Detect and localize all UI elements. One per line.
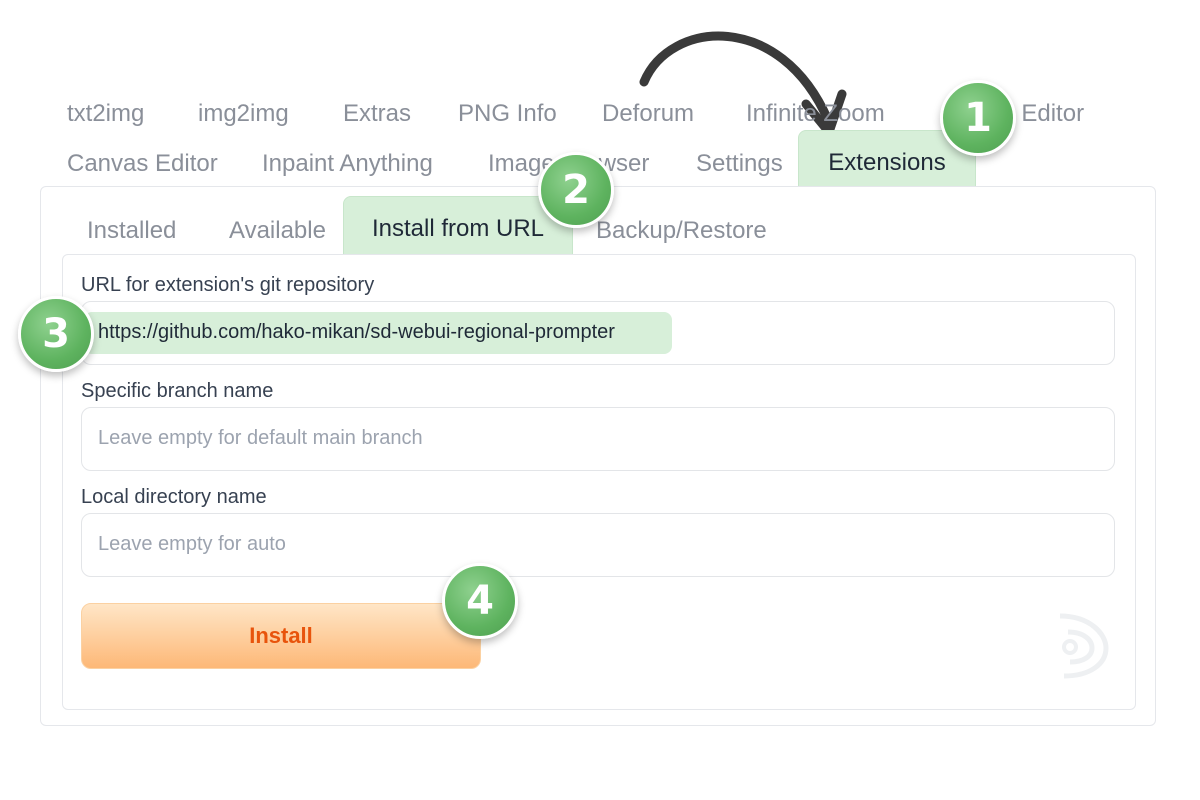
tab-txt2img[interactable]: txt2img — [67, 100, 145, 127]
step-badge-3: 3 — [18, 296, 94, 372]
url-value-highlight — [84, 312, 672, 354]
tab-settings[interactable]: Settings — [696, 150, 783, 177]
tab-extras[interactable]: Extras — [343, 100, 412, 127]
subtab-installed[interactable]: Installed — [87, 217, 177, 244]
tab-img2img[interactable]: img2img — [198, 100, 289, 127]
tab-png-info[interactable]: PNG Info — [458, 100, 557, 127]
step-badge-1: 1 — [940, 80, 1016, 156]
tab-canvas-editor[interactable]: Canvas Editor — [67, 150, 218, 177]
step-badge-4: 4 — [442, 563, 518, 639]
watermark-logo-icon — [1059, 613, 1109, 679]
directory-field-label: Local directory name — [81, 486, 267, 508]
tab-deforum[interactable]: Deforum — [602, 100, 695, 127]
step-badge-2: 2 — [538, 152, 614, 228]
subtab-install-from-url[interactable]: Install from URL — [343, 196, 573, 262]
directory-input[interactable] — [81, 513, 1115, 577]
tab-infinite-zoom[interactable]: Infinite Zoom — [746, 100, 885, 127]
url-input-value: https://github.com/hako-mikan/sd-webui-r… — [98, 321, 615, 343]
directory-input-placeholder: Leave empty for auto — [98, 533, 286, 555]
url-field-label: URL for extension's git repository — [81, 274, 375, 296]
branch-input-placeholder: Leave empty for default main branch — [98, 427, 423, 449]
install-button[interactable]: Install — [81, 603, 481, 669]
branch-input[interactable] — [81, 407, 1115, 471]
tab-inpaint-anything[interactable]: Inpaint Anything — [262, 150, 433, 177]
subtab-available[interactable]: Available — [229, 217, 326, 244]
branch-field-label: Specific branch name — [81, 380, 274, 402]
subtab-backup-restore[interactable]: Backup/Restore — [596, 217, 767, 244]
tab-extensions[interactable]: Extensions — [798, 130, 976, 196]
